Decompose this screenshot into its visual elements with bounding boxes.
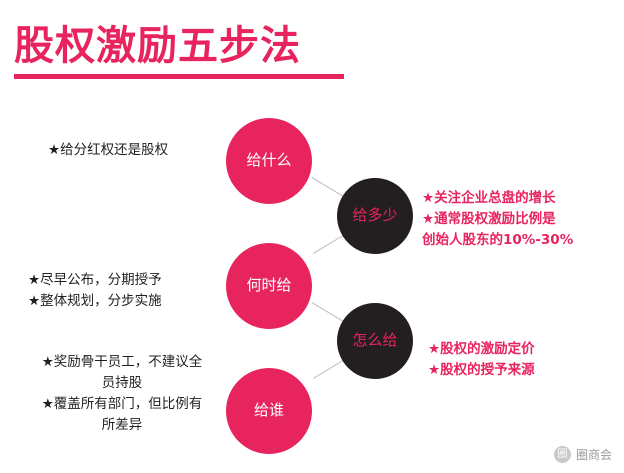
node-label: 给多少 <box>352 206 398 225</box>
left-note-equity-or-dividend: ★给分红权还是股权 <box>48 142 169 158</box>
footer-badge: 圈 圈商会 <box>553 446 612 463</box>
node-give-whom[interactable]: 给谁 <box>226 368 312 454</box>
left-note-recipients: ★奖励骨干员工，不建议全 员持股 ★覆盖所有部门，但比例有 所差异 <box>41 354 203 433</box>
node-label: 何时给 <box>246 276 292 295</box>
node-label: 给什么 <box>246 151 292 170</box>
right-note-ratio: ★关注企业总盘的增长 ★通常股权激励比例是 创始人股东的10%-30% <box>422 190 574 248</box>
right-note-pricing: ★股权的激励定价 ★股权的授予来源 <box>428 341 535 378</box>
node-when-to-give[interactable]: 何时给 <box>226 243 312 329</box>
node-label: 怎么给 <box>352 331 398 350</box>
title-underline <box>14 74 344 79</box>
brand-label: 圈商会 <box>575 448 612 462</box>
node-how-to-give[interactable]: 怎么给 <box>337 303 413 379</box>
page-title: 股权激励五步法 <box>14 23 301 69</box>
node-give-what[interactable]: 给什么 <box>226 118 312 204</box>
node-give-how-much[interactable]: 给多少 <box>337 178 413 254</box>
node-label: 给谁 <box>253 401 284 420</box>
brand-logo-icon: 圈 <box>553 446 571 463</box>
left-note-timing: ★尽早公布，分期授予 ★整体规划，分步实施 <box>28 272 162 309</box>
